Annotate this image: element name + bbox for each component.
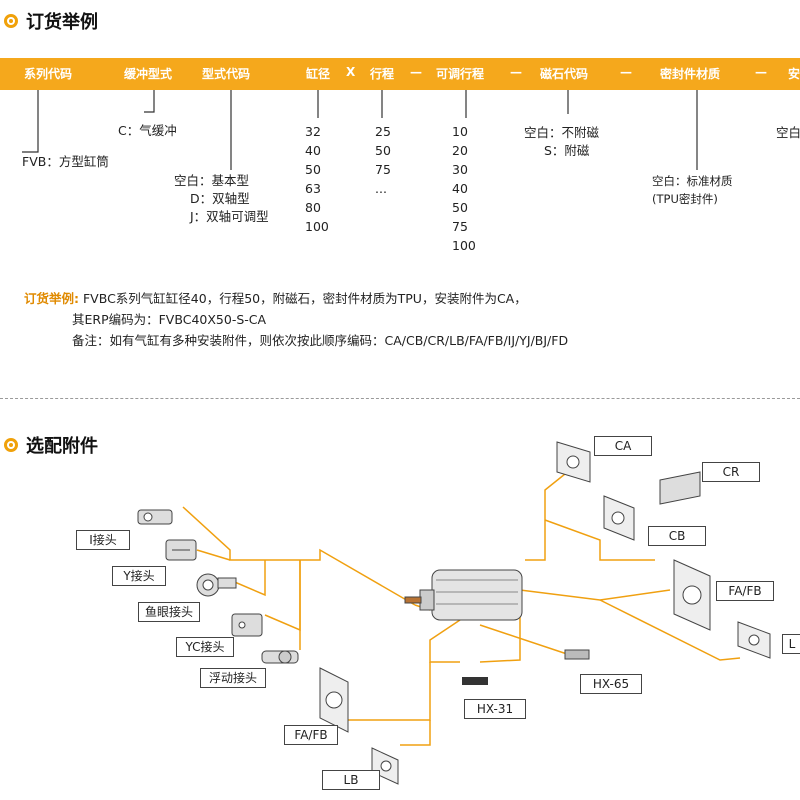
cr-part [660,472,700,504]
adj-stroke-value: 20 [452,141,476,160]
bore-value: 40 [305,141,329,160]
mount-code-partial: 空白 [776,124,800,142]
type-code-double-rod: D：双轴型 [190,190,318,208]
bore-value: 80 [305,198,329,217]
type-code-basic: 空白：基本型 [174,172,302,190]
label-cr: CR [702,462,760,482]
label-yc-joint: YC接头 [176,637,234,657]
type-code-double-rod-adjustable: J：双轴可调型 [190,208,318,226]
adj-stroke-value: 10 [452,122,476,141]
fafb-right-plate [674,560,710,630]
bore-value: 32 [305,122,329,141]
i-joint-part [138,510,172,524]
stroke-value: 25 [375,122,391,141]
label-lb-right-partial: L [782,634,800,654]
adj-stroke-values: 10 20 30 40 50 75 100 [452,122,476,255]
bore-value: 63 [305,179,329,198]
hx31-sensor-part [462,677,488,685]
yc-joint-part [232,614,262,636]
label-floating-joint: 浮动接头 [200,668,266,688]
fisheye-joint-part [197,574,236,596]
bore-value: 100 [305,217,329,236]
example-line-2: 其ERP编码为：FVBC40X50-S-CA [24,311,568,329]
fafb-left-plate [320,668,348,732]
adj-stroke-value: 75 [452,217,476,236]
seal-codes: 空白：标准材质 (TPU密封件) [652,172,733,208]
adj-stroke-value: 40 [452,179,476,198]
label-hx31: HX-31 [464,699,526,719]
label-cb: CB [648,526,706,546]
bore-values: 32 40 50 63 80 100 [305,122,329,236]
lb-right-bracket [738,622,770,658]
seal-code-tpu: (TPU密封件) [652,190,733,208]
label-ca: CA [594,436,652,456]
stroke-value: 75 [375,160,391,179]
order-example: 订货举例: FVBC系列气缸缸径40，行程50，附磁石，密封件材质为TPU，安装… [24,290,568,350]
label-hx65: HX-65 [580,674,642,694]
magnet-code-none: 空白：不附磁 [524,124,599,142]
seal-code-standard: 空白：标准材质 [652,172,733,190]
stroke-value: ... [375,179,391,198]
magnet-code-s: S：附磁 [524,142,599,160]
adj-stroke-value: 30 [452,160,476,179]
example-line-3: 备注：如有气缸有多种安装附件，则依次按此顺序编码：CA/CB/CR/LB/FA/… [24,332,568,350]
magnet-codes: 空白：不附磁 S：附磁 [524,124,599,160]
label-fisheye-joint: 鱼眼接头 [138,602,200,622]
bore-value: 50 [305,160,329,179]
label-y-joint: Y接头 [112,566,166,586]
stroke-value: 50 [375,141,391,160]
stroke-values: 25 50 75 ... [375,122,391,198]
accessory-diagram [0,400,800,800]
cushion-code: C：气缓冲 [118,122,177,140]
cb-part [604,496,634,540]
y-joint-part [166,540,196,560]
label-lb-left: LB [322,770,380,790]
adj-stroke-value: 50 [452,198,476,217]
example-line-1: FVBC系列气缸缸径40，行程50，附磁石，密封件材质为TPU，安装附件为CA， [83,291,527,306]
section-divider [0,398,800,399]
hx65-sensor-part [565,650,589,659]
cylinder-body [405,570,522,620]
type-codes: 空白：基本型 D：双轴型 J：双轴可调型 [168,172,296,226]
label-fafb-left: FA/FB [284,725,338,745]
example-label: 订货举例: [24,291,79,306]
adj-stroke-value: 100 [452,236,476,255]
label-fafb-right: FA/FB [716,581,774,601]
series-code: FVB：方型缸筒 [22,153,109,171]
label-i-joint: I接头 [76,530,130,550]
floating-joint-part [262,651,298,663]
